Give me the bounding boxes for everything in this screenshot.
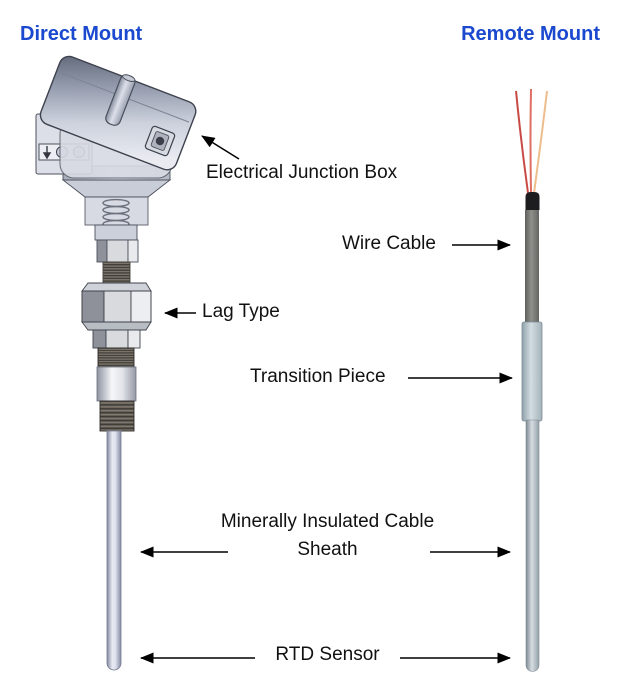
remote-mount-illustration xyxy=(515,88,548,672)
spring-nipple xyxy=(102,261,131,284)
remote-mount-title: Remote Mount xyxy=(461,23,600,45)
mineral-sheath-label: Minerally Insulated Cable Sheath xyxy=(155,511,500,561)
arrow-electrical-junction-box xyxy=(201,135,240,160)
lid-connector xyxy=(144,125,176,157)
process-connection xyxy=(96,347,137,432)
transition-piece-label: Transition Piece xyxy=(250,366,386,387)
mineral-sheath-label-line2: Sheath xyxy=(297,539,358,560)
upper-threads xyxy=(97,347,135,368)
callout-arrows xyxy=(140,135,513,664)
orange-wire xyxy=(533,90,548,194)
sensor-neck-stack xyxy=(61,165,172,284)
ground-symbol xyxy=(42,146,52,160)
direct-mount-title: Direct Mount xyxy=(20,23,143,45)
neck-collar xyxy=(94,224,138,241)
red-wire xyxy=(515,90,529,194)
remote-probe-sheath xyxy=(525,419,540,672)
lower-threads xyxy=(99,400,135,432)
cable-boot xyxy=(525,192,540,210)
transition-piece-sleeve xyxy=(521,321,543,422)
wire-cable-label: Wire Cable xyxy=(342,233,436,254)
lag-hex-nut xyxy=(81,282,152,349)
smooth-cylinder xyxy=(96,366,137,402)
red-wire xyxy=(529,88,532,194)
direct-probe-sheath xyxy=(106,430,122,671)
electrical-junction-box-label: Electrical Junction Box xyxy=(206,162,398,183)
upper-hex-mid-facet xyxy=(106,239,129,263)
lag-type-label: Lag Type xyxy=(202,301,280,322)
conduit-tube xyxy=(105,74,136,126)
upper-hex-right-facet xyxy=(127,239,139,263)
rtd-sensor-label: RTD Sensor xyxy=(275,644,380,665)
flange-taper xyxy=(61,179,172,198)
wire-cable-jacket xyxy=(525,210,539,323)
upper-hex-left-facet xyxy=(96,239,108,263)
mineral-sheath-label-line1: Minerally Insulated Cable xyxy=(220,511,435,532)
direct-mount-illustration xyxy=(35,55,197,671)
lead-wires xyxy=(515,88,548,194)
